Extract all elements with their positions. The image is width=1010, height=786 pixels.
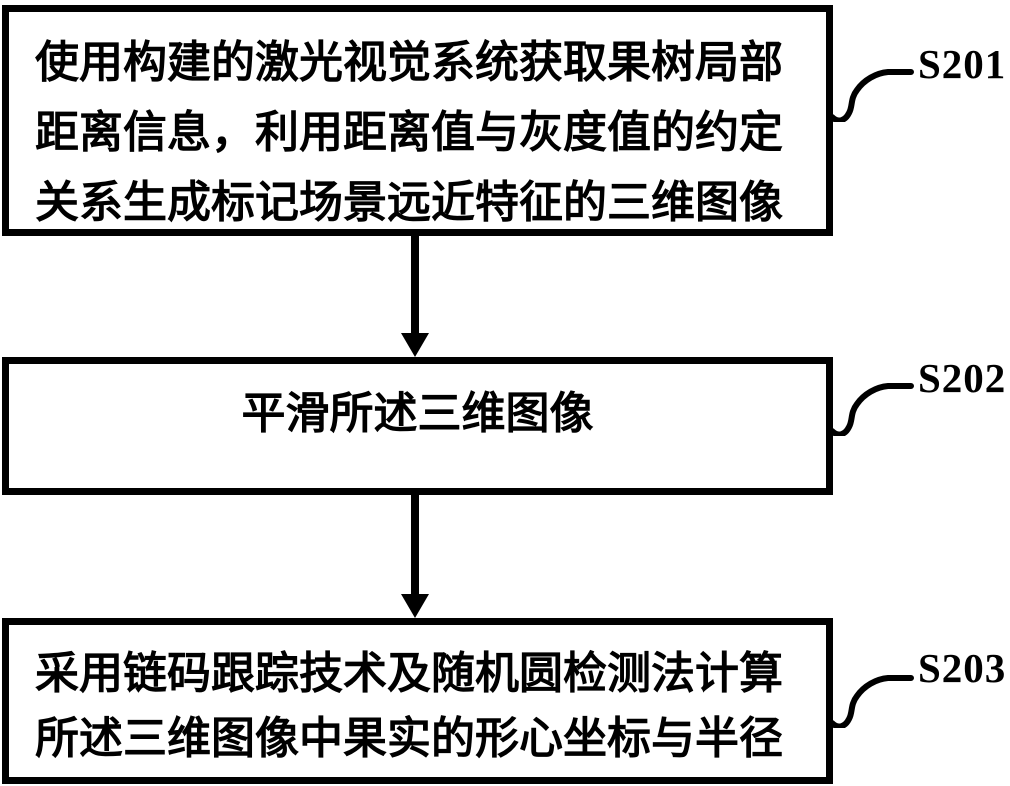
step-s201-text: 使用构建的激光视觉系统获取果树局部 距离信息，利用距离值与灰度值的约定 关系生成… [9,12,826,238]
step-box-s201: 使用构建的激光视觉系统获取果树局部 距离信息，利用距离值与灰度值的约定 关系生成… [2,5,833,236]
step-s202-line-1: 平滑所述三维图像 [241,389,594,438]
step-s203-text: 采用链码跟踪技术及随机圆检测法计算 所述三维图像中果实的形心坐标与半径 [9,625,826,771]
step-label-s203: S203 [918,645,1007,691]
leader-line-icon [831,69,914,122]
step-box-s202: 平滑所述三维图像 [2,357,833,495]
leader-line-icon [831,383,914,436]
step-s203-line-1: 采用链码跟踪技术及随机圆检测法计算 [35,649,783,698]
leader-line-icon [831,675,914,728]
step-s201-line-1: 使用构建的激光视觉系统获取果树局部 [35,38,783,87]
step-s203-line-2: 所述三维图像中果实的形心坐标与半径 [35,714,783,763]
step-box-s203: 采用链码跟踪技术及随机圆检测法计算 所述三维图像中果实的形心坐标与半径 [2,618,833,784]
step-s202-text: 平滑所述三维图像 [9,364,826,444]
step-s201-line-3: 关系生成标记场景远近特征的三维图像 [35,178,783,227]
step-s201-line-2: 距离信息，利用距离值与灰度值的约定 [35,108,783,157]
down-arrow-icon [401,495,429,618]
down-arrow-icon [401,236,429,357]
step-label-s201: S201 [918,41,1007,87]
step-label-s202: S202 [918,355,1007,401]
